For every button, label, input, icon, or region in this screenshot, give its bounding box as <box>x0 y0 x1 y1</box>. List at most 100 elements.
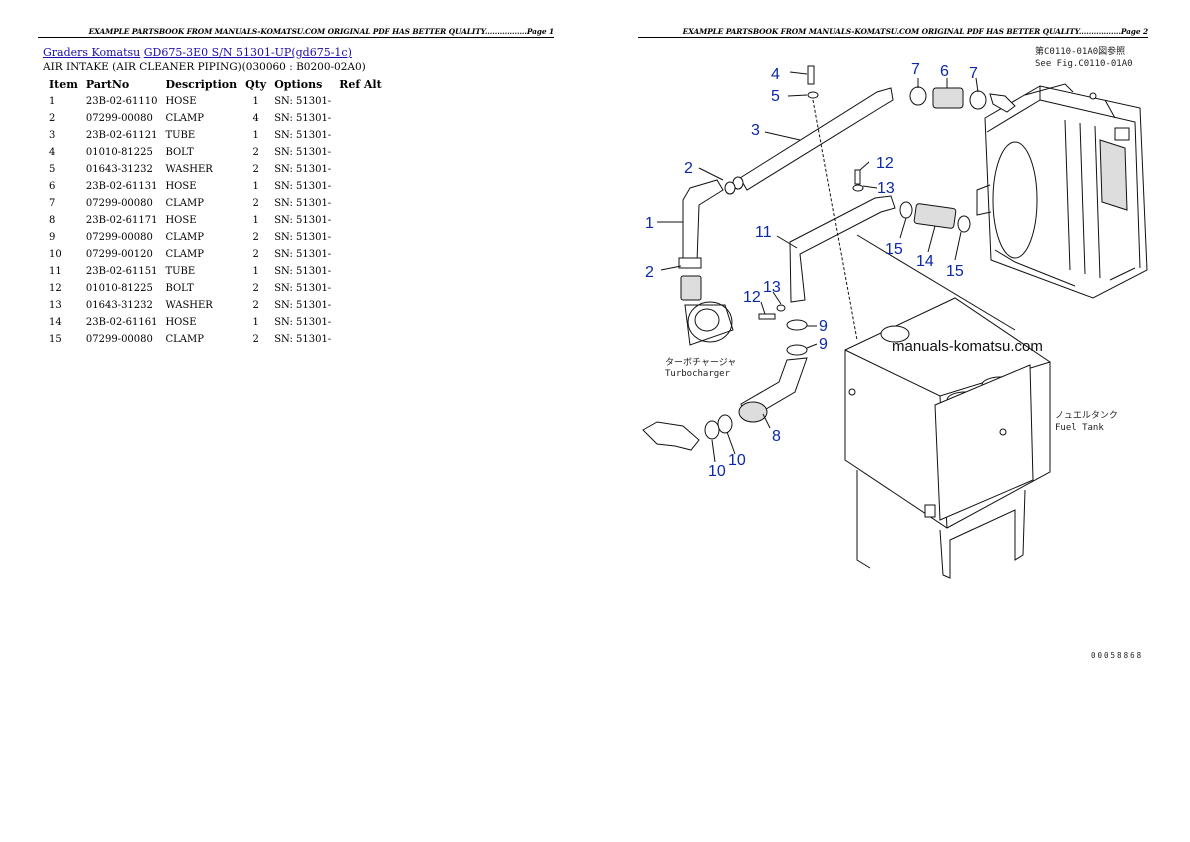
cell-qty: 2 <box>252 249 259 260</box>
cell-options: SN: 51301- <box>274 147 332 158</box>
cell-options: SN: 51301- <box>274 249 332 260</box>
breadcrumb-link-model[interactable]: GD675-3E0 S/N 51301-UP(gd675-1c) <box>143 46 352 59</box>
cell-options: SN: 51301- <box>274 215 332 226</box>
parts-table: Item PartNo Description Qty Options Ref … <box>45 78 386 348</box>
cell-partno: 01643-31232 <box>85 164 153 175</box>
cell-options: SN: 51301- <box>274 232 332 243</box>
cell-partno: 23B-02-61131 <box>85 181 158 192</box>
section-title: AIR INTAKE (AIR CLEANER PIPING)(030060 :… <box>43 61 366 73</box>
fuel-tank <box>844 297 1051 579</box>
cell-qty: 2 <box>252 164 259 175</box>
cell-partno: 01643-31232 <box>85 300 153 311</box>
cell-partno: 23B-02-61121 <box>85 130 158 141</box>
cell-partno: 01010-81225 <box>85 283 153 294</box>
cell-qty: 2 <box>252 147 259 158</box>
cell-options: SN: 51301- <box>274 130 332 141</box>
cell-qty: 2 <box>252 334 259 345</box>
cell-description: BOLT <box>165 147 194 158</box>
cell-description: CLAMP <box>165 232 204 243</box>
callout-2a: 2 <box>684 160 693 177</box>
cell-item: 12 <box>49 283 62 294</box>
turbocharger-label-en: Turbocharger <box>665 369 731 379</box>
cell-item: 10 <box>49 249 62 260</box>
turbo-hose-assembly <box>678 179 734 346</box>
cell-qty: 2 <box>252 198 259 209</box>
cell-description: CLAMP <box>165 198 204 209</box>
cell-partno: 07299-00080 <box>85 113 153 124</box>
breadcrumb-link-graders[interactable]: Graders Komatsu <box>43 46 141 59</box>
cell-refalt <box>335 161 386 178</box>
cell-partno: 23B-02-61161 <box>85 317 158 328</box>
callout-5: 5 <box>771 88 780 105</box>
column-header-refalt: Ref Alt <box>339 78 382 91</box>
cell-options: SN: 51301- <box>274 164 332 175</box>
intake-tube-middle <box>758 169 971 356</box>
reference-label-jp: 第C0110-01A0図参照 <box>1035 45 1125 57</box>
cell-refalt <box>335 93 386 110</box>
callout-13b: 13 <box>763 279 781 296</box>
column-header-item: Item <box>49 78 78 91</box>
callout-9b: 9 <box>819 336 828 353</box>
cell-qty: 1 <box>252 96 259 107</box>
cell-partno: 07299-00120 <box>85 249 153 260</box>
page-header: EXAMPLE PARTSBOOK FROM MANUALS-KOMATSU.C… <box>38 27 554 38</box>
cell-refalt <box>335 178 386 195</box>
cell-description: HOSE <box>165 215 197 226</box>
cell-description: BOLT <box>165 283 194 294</box>
exploded-parts-diagram: 4 5 7 6 7 3 2 12 13 1 11 15 14 15 2 13 1… <box>642 45 1148 660</box>
cell-partno: 07299-00080 <box>85 232 153 243</box>
figure-code: 00058868 <box>1091 651 1143 660</box>
cell-options: SN: 51301- <box>274 96 332 107</box>
callout-1: 1 <box>645 215 654 232</box>
cell-qty: 1 <box>252 130 259 141</box>
cell-partno: 23B-02-61171 <box>85 215 158 226</box>
cell-partno: 23B-02-61151 <box>85 266 158 277</box>
cell-partno: 07299-00080 <box>85 198 153 209</box>
column-header-partno: PartNo <box>85 78 130 91</box>
cell-qty: 2 <box>252 300 259 311</box>
cell-refalt <box>335 144 386 161</box>
cell-refalt <box>335 263 386 280</box>
cell-options: SN: 51301- <box>274 181 332 192</box>
callout-8: 8 <box>772 428 781 445</box>
cell-options: SN: 51301- <box>274 113 332 124</box>
cell-description: CLAMP <box>165 249 204 260</box>
cell-item: 6 <box>49 181 56 192</box>
cell-refalt <box>335 331 386 348</box>
air-cleaner-hose <box>642 357 808 451</box>
cell-description: HOSE <box>165 317 197 328</box>
callout-13a: 13 <box>877 180 895 197</box>
table-header-row: Item PartNo Description Qty Options Ref … <box>45 78 386 93</box>
table-row: 10 07299-00120 CLAMP 2 SN: 51301- <box>45 246 386 263</box>
cell-options: SN: 51301- <box>274 317 332 328</box>
cell-qty: 1 <box>252 317 259 328</box>
cell-qty: 1 <box>252 181 259 192</box>
cell-options: SN: 51301- <box>274 300 332 311</box>
callout-14: 14 <box>916 253 934 270</box>
cell-options: SN: 51301- <box>274 283 332 294</box>
diagram-page: EXAMPLE PARTSBOOK FROM MANUALS-KOMATSU.C… <box>595 0 1190 842</box>
table-row: 12 01010-81225 BOLT 2 SN: 51301- <box>45 280 386 297</box>
reference-label-en: See Fig.C0110-01A0 <box>1035 59 1133 69</box>
column-header-options: Options <box>274 78 323 91</box>
cell-qty: 2 <box>252 283 259 294</box>
callout-15a: 15 <box>885 241 903 258</box>
cell-item: 4 <box>49 147 56 158</box>
cell-description: WASHER <box>165 164 213 175</box>
cell-qty: 1 <box>252 215 259 226</box>
table-row: 8 23B-02-61171 HOSE 1 SN: 51301- <box>45 212 386 229</box>
cell-item: 15 <box>49 334 62 345</box>
callout-7a: 7 <box>911 61 920 78</box>
cell-item: 8 <box>49 215 56 226</box>
cell-qty: 1 <box>252 266 259 277</box>
cell-refalt <box>335 212 386 229</box>
cell-description: WASHER <box>165 300 213 311</box>
callout-3: 3 <box>751 122 760 139</box>
